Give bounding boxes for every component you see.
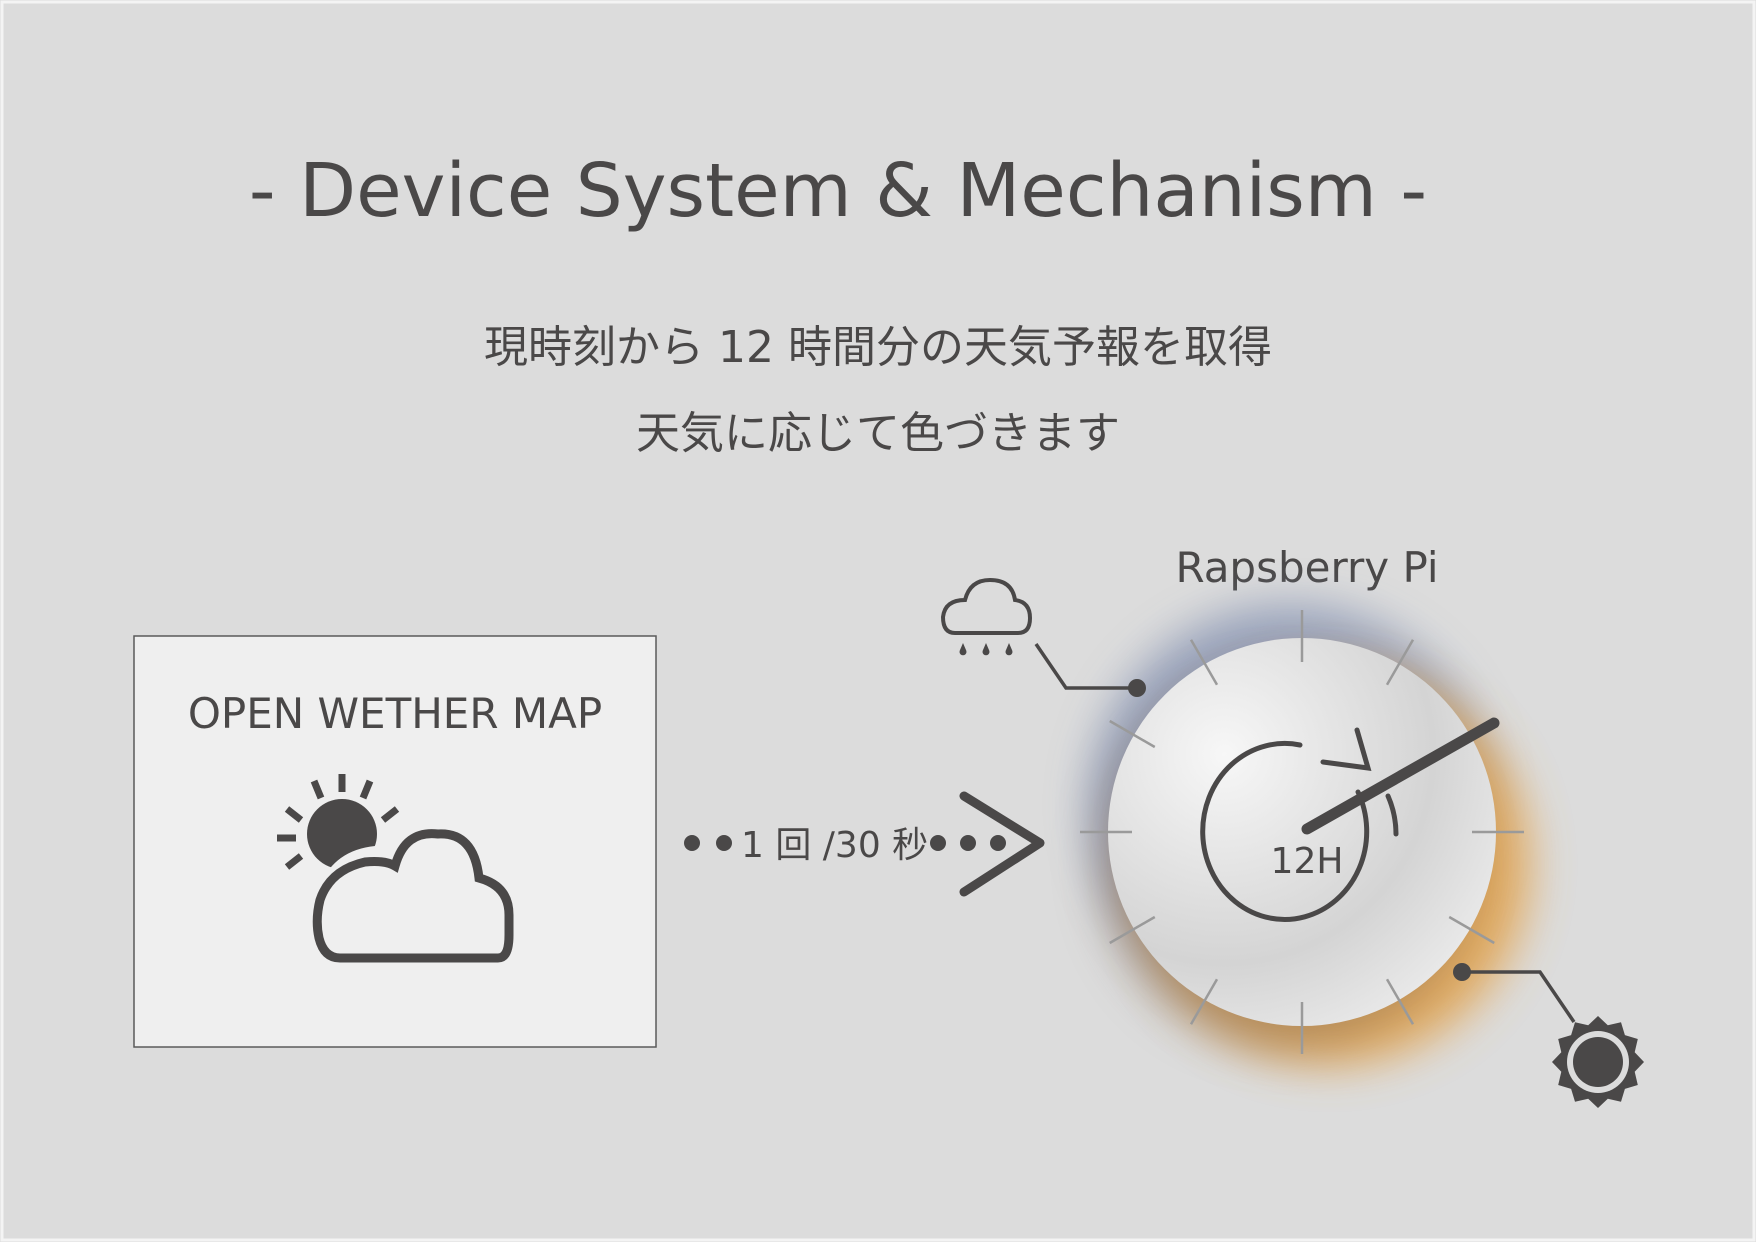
rain-indicator [940,577,1146,697]
dial-tick [1385,639,1415,686]
dial-label: 12H [1271,841,1344,882]
chevron-right-icon [959,791,1045,897]
dial-tick [1448,915,1495,945]
partly-cloudy-icon [277,774,515,963]
source-box-label: OPEN WETHER MAP [188,689,602,738]
dial-tick [1109,915,1156,945]
rain-cloud-icon [940,577,1033,656]
dial-tick [1385,978,1415,1025]
rotate-clockwise-icon [1200,727,1399,922]
description-line-1: 現時刻から 12 時間分の天気予報を取得 [484,322,1272,373]
dial-tick [1189,639,1219,686]
sun-icon [1552,1016,1644,1108]
sun-indicator [1453,963,1644,1108]
raspberry-pi-dial: Rapsberry Pi 12H [1080,543,1530,1065]
page-title: - Device System & Mechanism - [249,148,1427,234]
dial-tick [1189,978,1219,1025]
flow-arrow: 1 回 /30 秒 [684,791,1045,897]
dial-hand [1301,717,1500,835]
device-label: Rapsberry Pi [1175,543,1438,592]
description-line-2: 天気に応じて色づきます [636,408,1120,459]
flow-interval-label: 1 回 /30 秒 [741,825,928,866]
open-weather-map-box: OPEN WETHER MAP [133,635,657,1048]
dial-tick [1109,719,1156,749]
